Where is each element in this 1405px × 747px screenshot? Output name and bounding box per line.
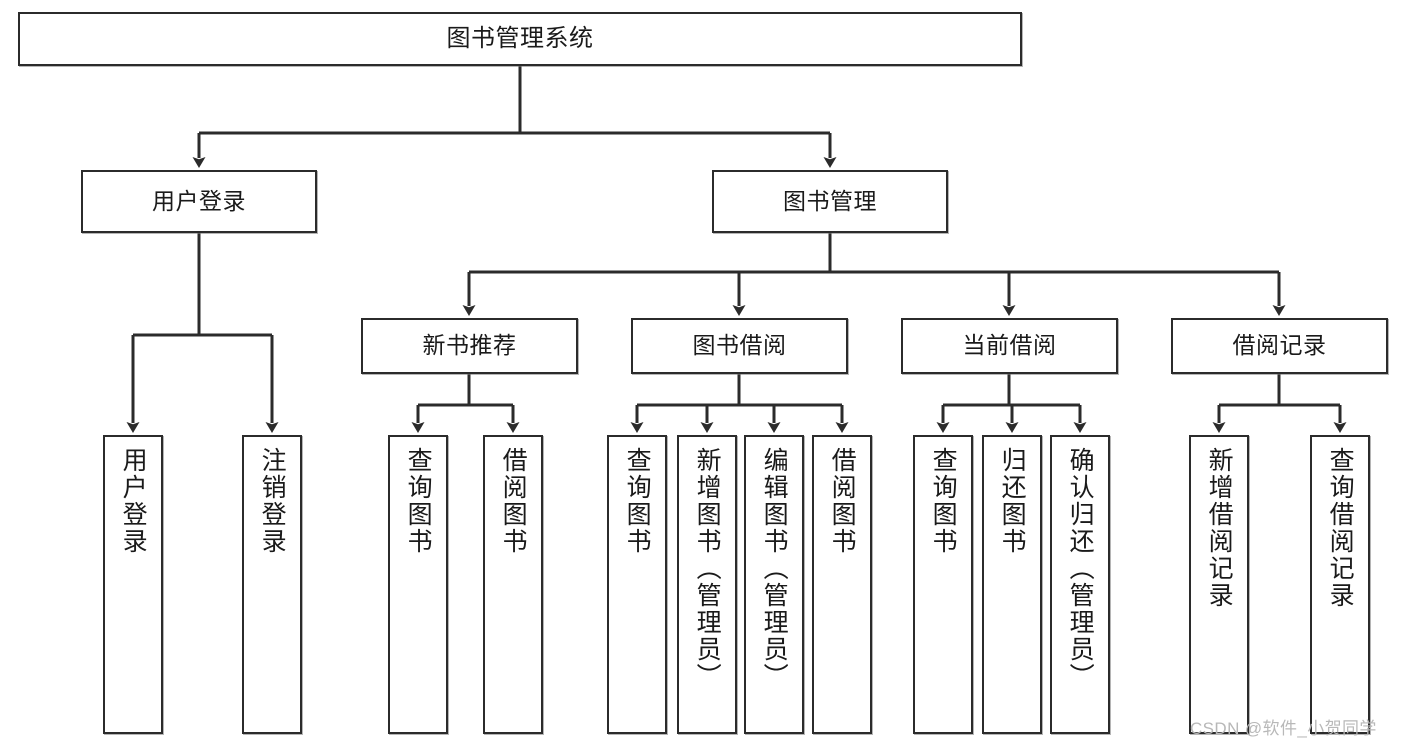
node-user-login[interactable]: 用户登录 xyxy=(81,170,317,233)
node-label: 查询图书 xyxy=(623,447,652,555)
node-label: 图书借阅 xyxy=(692,332,787,359)
node-leaf-confirm-return[interactable]: 确认归还（管理员） xyxy=(1050,435,1110,734)
node-leaf-query-borrow-record[interactable]: 查询借阅记录 xyxy=(1310,435,1370,734)
node-label: 编辑图书（管理员） xyxy=(760,447,789,690)
node-leaf-return-book[interactable]: 归还图书 xyxy=(982,435,1042,734)
node-book-manage[interactable]: 图书管理 xyxy=(712,170,948,233)
node-label: 新增借阅记录 xyxy=(1205,447,1234,609)
node-label: 用户登录 xyxy=(119,447,148,555)
node-label: 注销登录 xyxy=(258,447,287,555)
edge-group-root xyxy=(192,66,837,168)
node-label: 查询图书 xyxy=(929,447,958,555)
node-label: 借阅图书 xyxy=(828,447,857,555)
node-label: 当前借阅 xyxy=(962,332,1057,359)
edge-group-book-borrow xyxy=(630,374,849,433)
node-leaf-edit-book[interactable]: 编辑图书（管理员） xyxy=(744,435,804,734)
node-borrow-record[interactable]: 借阅记录 xyxy=(1171,318,1388,374)
node-leaf-query-book-1[interactable]: 查询图书 xyxy=(388,435,448,734)
node-current-borrow[interactable]: 当前借阅 xyxy=(901,318,1118,374)
edge-group-borrow-record xyxy=(1212,374,1347,433)
node-label: 归还图书 xyxy=(998,447,1027,555)
node-leaf-user-login[interactable]: 用户登录 xyxy=(103,435,163,734)
node-leaf-add-book[interactable]: 新增图书（管理员） xyxy=(677,435,737,734)
node-label: 新增图书（管理员） xyxy=(693,447,722,690)
node-root-system[interactable]: 图书管理系统 xyxy=(18,12,1022,66)
node-label: 图书管理 xyxy=(783,187,877,214)
edge-group-current-borrow xyxy=(936,374,1087,433)
node-leaf-query-book-3[interactable]: 查询图书 xyxy=(913,435,973,734)
node-leaf-borrow-book-1[interactable]: 借阅图书 xyxy=(483,435,543,734)
node-leaf-borrow-book-2[interactable]: 借阅图书 xyxy=(812,435,872,734)
node-label: 确认归还（管理员） xyxy=(1066,447,1095,690)
node-label: 借阅图书 xyxy=(499,447,528,555)
node-label: 新书推荐 xyxy=(422,332,517,359)
node-leaf-logout[interactable]: 注销登录 xyxy=(242,435,302,734)
node-label: 查询图书 xyxy=(404,447,433,555)
edge-group-book-manage xyxy=(462,233,1286,316)
node-leaf-query-book-2[interactable]: 查询图书 xyxy=(607,435,667,734)
node-new-book-recommend[interactable]: 新书推荐 xyxy=(361,318,578,374)
edge-group-new-book-recommend xyxy=(411,374,520,433)
node-label: 查询借阅记录 xyxy=(1326,447,1355,609)
node-book-borrow[interactable]: 图书借阅 xyxy=(631,318,848,374)
node-label: 图书管理系统 xyxy=(446,24,594,52)
node-leaf-add-borrow-record[interactable]: 新增借阅记录 xyxy=(1189,435,1249,734)
edge-group-user-login xyxy=(126,233,279,433)
node-label: 借阅记录 xyxy=(1232,332,1327,359)
node-label: 用户登录 xyxy=(152,187,246,214)
